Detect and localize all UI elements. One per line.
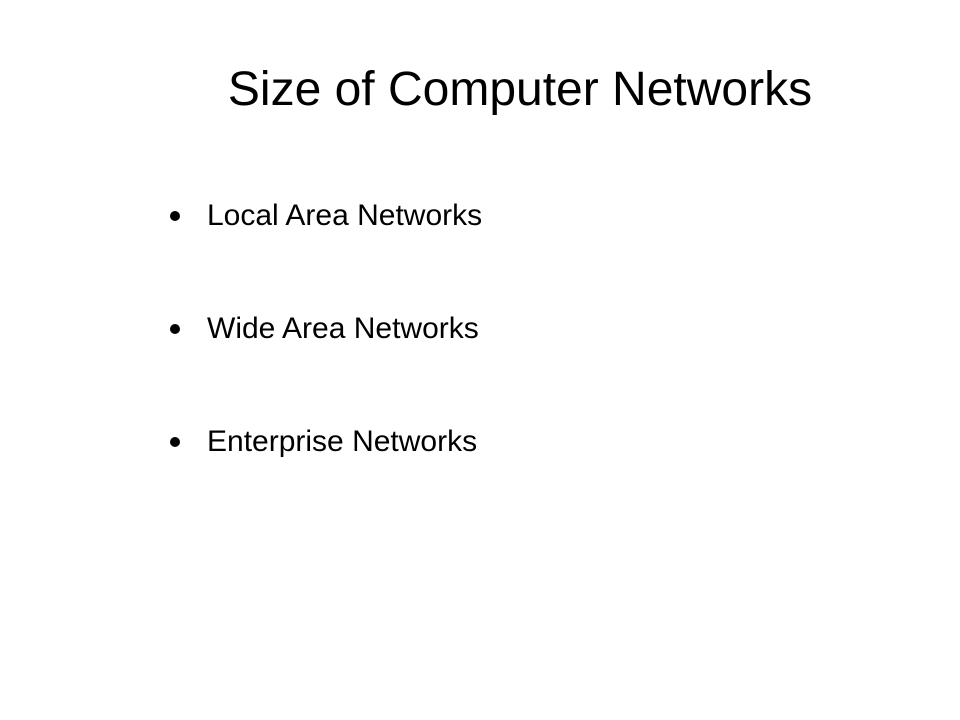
- bullet-item-wide-area-networks: Wide Area Networks: [170, 303, 482, 355]
- bullet-list: Local Area Networks Wide Area Networks E…: [170, 190, 482, 529]
- bullet-dot-icon: [170, 211, 180, 221]
- bullet-dot-icon: [170, 324, 180, 334]
- bullet-text: Local Area Networks: [207, 199, 483, 232]
- bullet-text: Enterprise Networks: [207, 425, 478, 458]
- bullet-dot-icon: [170, 437, 180, 447]
- bullet-item-enterprise-networks: Enterprise Networks: [170, 416, 482, 468]
- bullet-item-local-area-networks: Local Area Networks: [170, 190, 482, 242]
- slide-title: Size of Computer Networks: [227, 63, 813, 116]
- bullet-text: Wide Area Networks: [207, 312, 479, 345]
